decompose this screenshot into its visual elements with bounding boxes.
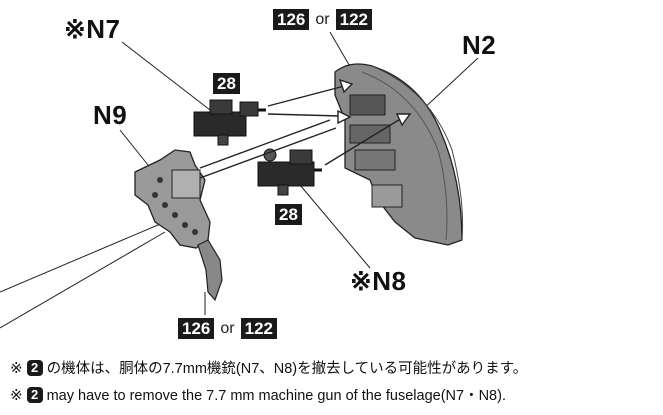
n2-fuselage-part	[334, 63, 464, 246]
n8-leader-line	[299, 184, 371, 269]
n2-leader-line	[419, 57, 479, 113]
bottom-color-tags: 126 or 122	[178, 318, 277, 339]
note-japanese-text: の機体は、胴体の7.7mm機銃(N7、N8)を撤去している可能性があります。	[46, 361, 528, 377]
or-text: or	[220, 319, 235, 337]
note-english: ※ 2 may have to remove the 7.7 mm machin…	[10, 384, 506, 405]
note-english-text: may have to remove the 7.7 mm machine gu…	[46, 388, 506, 404]
offpage-line-b	[0, 231, 166, 329]
assembly-arrows	[199, 78, 412, 179]
label-n9: N9	[93, 100, 128, 130]
n8-color-tag: 28	[275, 204, 302, 225]
color-tag-122: 122	[240, 318, 277, 339]
label-n7: ※N7	[64, 14, 121, 44]
n8-gun-part	[257, 148, 322, 196]
label-n2: N2	[462, 30, 497, 60]
n7-gun-part	[193, 99, 266, 146]
step-2-badge: 2	[26, 386, 43, 403]
note-mark: ※	[10, 359, 23, 377]
color-tag-122: 122	[335, 9, 372, 30]
step-2-badge: 2	[26, 359, 43, 376]
n9-part	[134, 149, 223, 302]
note-japanese: ※ 2 の機体は、胴体の7.7mm機銃(N7、N8)を撤去している可能性がありま…	[10, 357, 527, 378]
color-tag-28: 28	[275, 204, 302, 225]
color-tag-126: 126	[178, 318, 215, 339]
color-tag-28: 28	[213, 73, 240, 94]
label-n8: ※N8	[350, 266, 407, 296]
top-color-tags: 126 or 122	[273, 9, 372, 30]
top-tag-leader-line	[329, 31, 353, 71]
n7-color-tag: 28	[213, 73, 240, 94]
n9-leader-line	[119, 129, 153, 171]
n7-leader-line	[121, 41, 211, 111]
offpage-line-a	[0, 221, 166, 293]
note-mark: ※	[10, 386, 23, 404]
color-tag-126: 126	[273, 9, 310, 30]
or-text: or	[315, 10, 330, 28]
